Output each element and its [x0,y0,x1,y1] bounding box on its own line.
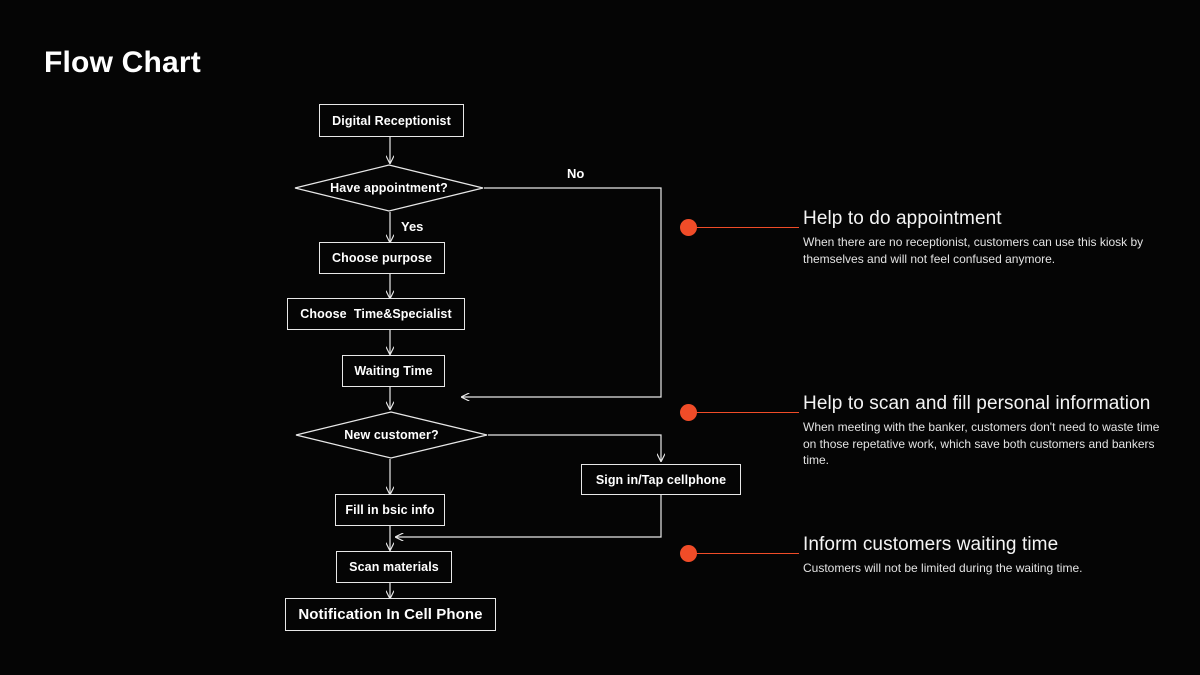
leader-line [695,411,799,414]
annotation-body: When there are no receptionist, customer… [803,235,1144,266]
annotation-body: Customers will not be limited during the… [803,561,1083,575]
bullet-dot-icon [680,404,697,421]
annotation-heading: Inform customers waiting time [803,534,1059,555]
node-label: Scan materials [349,560,439,574]
node-label: Digital Receptionist [332,113,451,128]
annotation-heading: Help to do appointment [803,208,1002,229]
leader-line [695,226,799,229]
node-notification-in-cell-phone[interactable]: Notification In Cell Phone [285,598,496,631]
node-label: Fill in bsic info [345,503,435,517]
node-choose-purpose[interactable]: Choose purpose [319,242,445,274]
node-sign-in-tap-cellphone[interactable]: Sign in/Tap cellphone [581,464,741,495]
node-label: Notification In Cell Phone [298,606,483,623]
node-label: Waiting Time [354,364,433,378]
node-label: Choose Time&Specialist [300,307,452,321]
bullet-dot-icon [680,219,697,236]
node-label: Sign in/Tap cellphone [595,472,727,487]
node-digital-receptionist[interactable]: Digital Receptionist [319,104,464,137]
branch-label-yes: Yes [401,219,424,234]
node-new-customer[interactable]: New customer? [295,411,488,459]
branch-label-no: No [567,166,585,181]
annotation-heading: Help to scan and fill personal informati… [803,393,1151,414]
diamond-shape [294,164,484,212]
page-title: Flow Chart [44,46,201,79]
node-fill-in-basic-info[interactable]: Fill in bsic info [335,494,445,526]
bullet-dot-icon [680,545,697,562]
diamond-shape [295,411,488,459]
node-label: New customer? [344,428,439,442]
node-choose-time-specialist[interactable]: Choose Time&Specialist [287,298,465,330]
annotation-body: When meeting with the banker, customers … [803,420,1160,467]
node-have-appointment[interactable]: Have appointment? [294,164,484,212]
node-waiting-time[interactable]: Waiting Time [342,355,445,387]
node-label: Choose purpose [331,251,433,265]
leader-line [695,552,799,555]
node-scan-materials[interactable]: Scan materials [336,551,452,583]
node-label: Have appointment? [330,181,448,195]
